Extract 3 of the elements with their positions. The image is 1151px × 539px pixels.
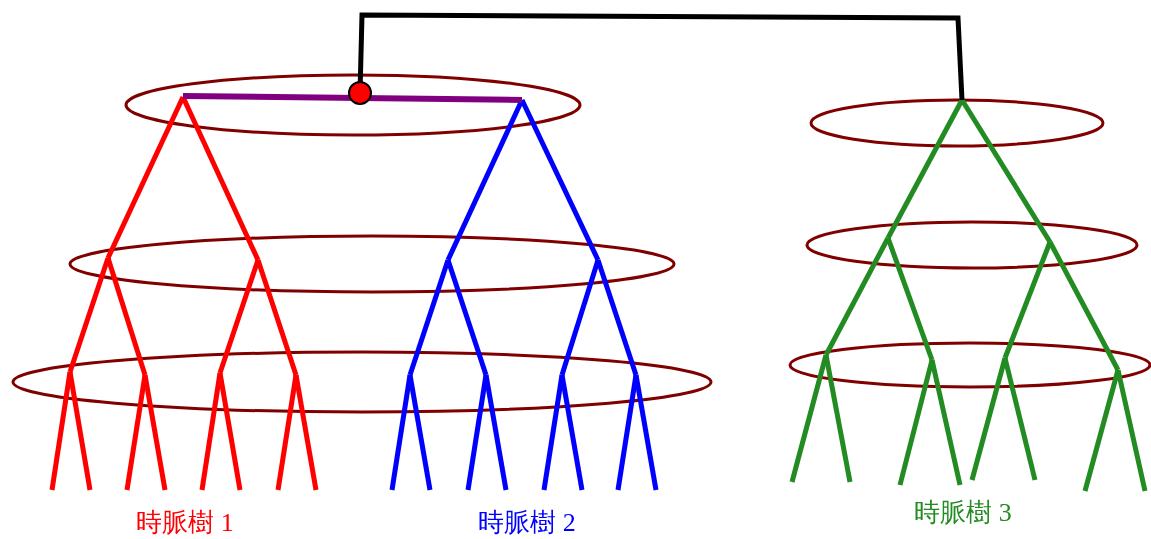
tree-label: 時脈樹 3: [914, 498, 1012, 528]
tree-label: 時脈樹 2: [478, 508, 576, 538]
tree-label: 時脈樹 1: [136, 508, 234, 538]
